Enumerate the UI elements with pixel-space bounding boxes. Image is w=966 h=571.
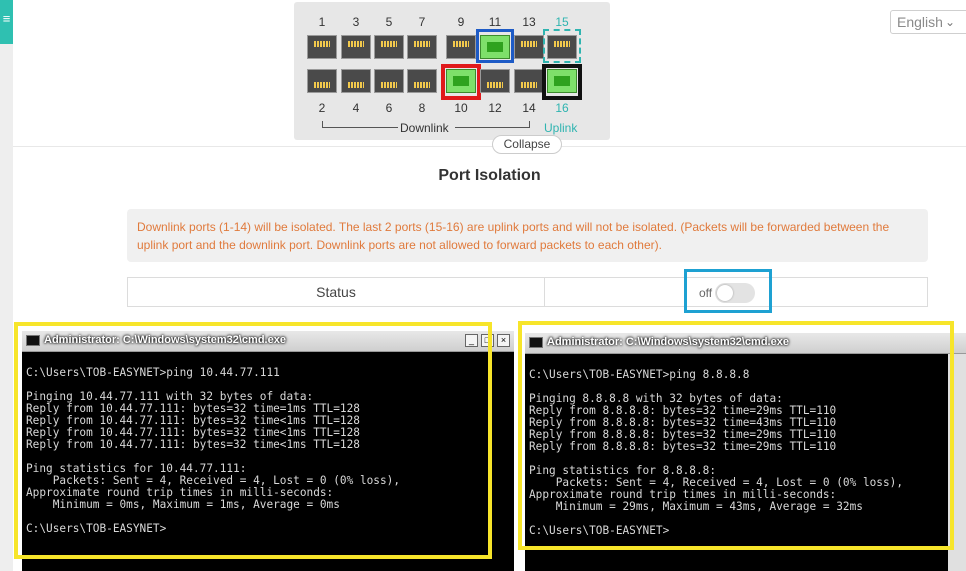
left-sidebar-edge [0, 0, 13, 571]
status-label: Status [128, 278, 545, 306]
toggle-highlight-box [684, 269, 772, 313]
cmd-window-right[interactable]: Administrator: C:\Windows\system32\cmd.e… [525, 333, 966, 571]
isolation-notice: Downlink ports (1-14) will be isolated. … [127, 209, 928, 262]
downlink-bracket [322, 127, 398, 128]
port-number-2: 2 [318, 101, 326, 115]
isolation-toggle[interactable] [715, 283, 755, 303]
downlink-bracket-right [455, 127, 530, 128]
status-row: Status [127, 277, 928, 307]
port-number-13: 13 [522, 15, 536, 29]
port-13[interactable] [514, 35, 544, 59]
downlink-label: Downlink [400, 121, 449, 135]
language-select[interactable]: English ⌄ [890, 10, 966, 34]
cmd-window-left[interactable]: Administrator: C:\Windows\system32\cmd.e… [22, 331, 514, 571]
port-9[interactable] [446, 35, 476, 59]
language-select-value: English [897, 14, 943, 30]
port-number-7: 7 [418, 15, 426, 29]
port-number-5: 5 [385, 15, 393, 29]
port-number-15: 15 [555, 15, 569, 29]
port-number-8: 8 [418, 101, 426, 115]
port-1[interactable] [307, 35, 337, 59]
downlink-bracket-left-tick [322, 121, 323, 128]
port-10-selection-frame [441, 64, 481, 100]
minimize-button[interactable]: _ [465, 334, 478, 347]
panel-divider [13, 146, 966, 147]
port-number-12: 12 [488, 101, 502, 115]
port-15[interactable] [547, 35, 577, 59]
port-number-14: 14 [522, 101, 536, 115]
cmd-icon [529, 337, 543, 348]
port-14[interactable] [514, 69, 544, 93]
port-8[interactable] [407, 69, 437, 93]
port-3[interactable] [341, 35, 371, 59]
port-16-selection-frame [542, 64, 582, 100]
cmd-titlebar-right[interactable]: Administrator: C:\Windows\system32\cmd.e… [525, 333, 966, 354]
port-11-selection-frame [476, 29, 514, 63]
port-4[interactable] [341, 69, 371, 93]
cmd-icon [26, 335, 40, 346]
console-output-left[interactable]: C:\Users\TOB-EASYNET>ping 10.44.77.111 P… [26, 366, 401, 535]
port-16[interactable] [547, 69, 577, 93]
toggle-knob [717, 285, 733, 301]
console-output-right[interactable]: C:\Users\TOB-EASYNET>ping 8.8.8.8 Pingin… [529, 368, 904, 537]
uplink-label: Uplink [544, 121, 578, 135]
page-title: Port Isolation [438, 167, 541, 184]
port-15-selection-frame [543, 29, 581, 63]
port-5[interactable] [374, 35, 404, 59]
port-7[interactable] [407, 35, 437, 59]
port-number-10: 10 [454, 101, 468, 115]
highlight-box-left [14, 322, 492, 559]
port-number-11: 11 [488, 15, 502, 29]
port-2[interactable] [307, 69, 337, 93]
port-11[interactable] [480, 35, 510, 59]
port-number-4: 4 [352, 101, 360, 115]
port-number-3: 3 [352, 15, 360, 29]
hamburger-icon[interactable]: ≡ [0, 0, 13, 44]
toggle-state-label: off [699, 286, 713, 300]
collapse-button[interactable]: Collapse [492, 135, 562, 154]
port-number-6: 6 [385, 101, 393, 115]
downlink-bracket-right-tick [529, 121, 530, 128]
port-10[interactable] [446, 69, 476, 93]
chevron-down-icon: ⌄ [944, 15, 955, 29]
port-number-1: 1 [318, 15, 326, 29]
cmd-title-left: Administrator: C:\Windows\system32\cmd.e… [44, 334, 286, 346]
port-6[interactable] [374, 69, 404, 93]
cmd-title-right: Administrator: C:\Windows\system32\cmd.e… [547, 336, 789, 348]
highlight-box-right [518, 321, 954, 550]
cmd-titlebar-left[interactable]: Administrator: C:\Windows\system32\cmd.e… [22, 331, 514, 352]
port-number-16: 16 [555, 101, 569, 115]
port-number-9: 9 [457, 15, 465, 29]
port-12[interactable] [480, 69, 510, 93]
close-button[interactable]: × [497, 334, 510, 347]
